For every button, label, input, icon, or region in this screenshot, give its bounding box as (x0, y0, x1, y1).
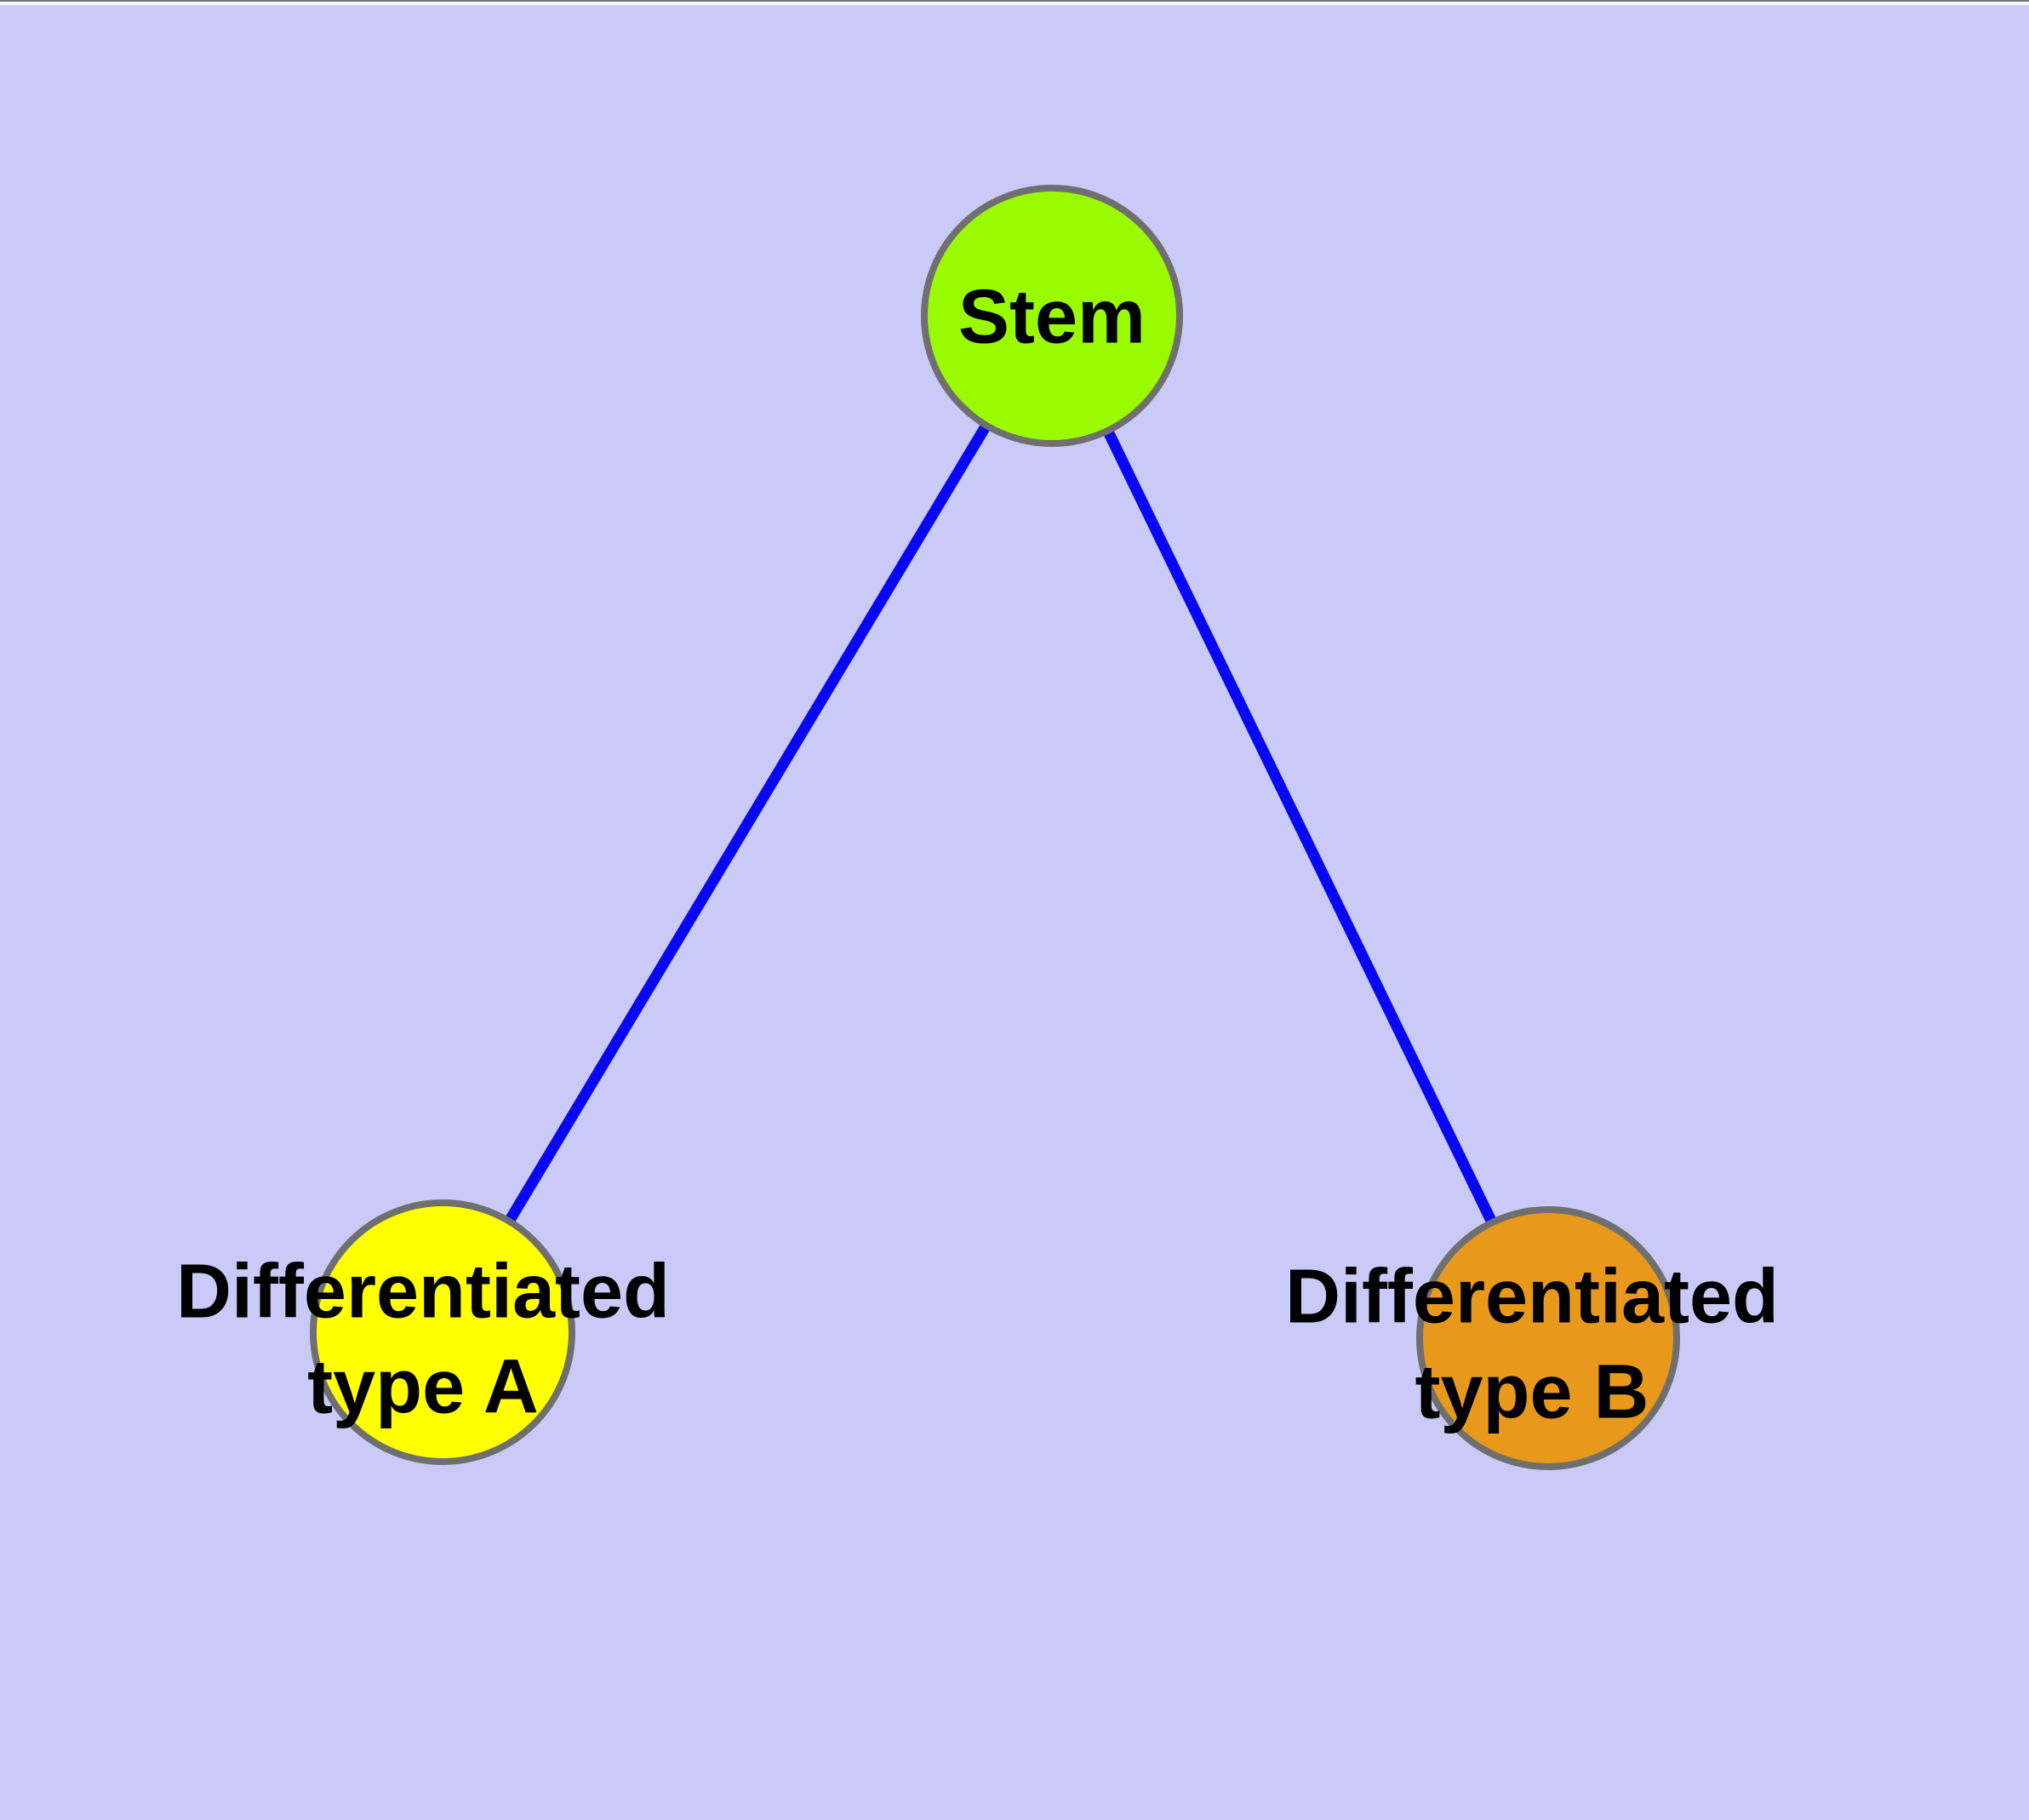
node-differentiated-type-a (310, 1199, 575, 1465)
edge-stem-to-differentiated-type-a (437, 312, 1057, 1336)
window-top-edge-strip (0, 0, 2029, 5)
node-stem (921, 185, 1183, 447)
node-label-stem: Stem (958, 275, 1146, 360)
edge-stem-to-differentiated-type-b (1047, 313, 1553, 1341)
node-differentiated-type-b (1416, 1206, 1680, 1470)
